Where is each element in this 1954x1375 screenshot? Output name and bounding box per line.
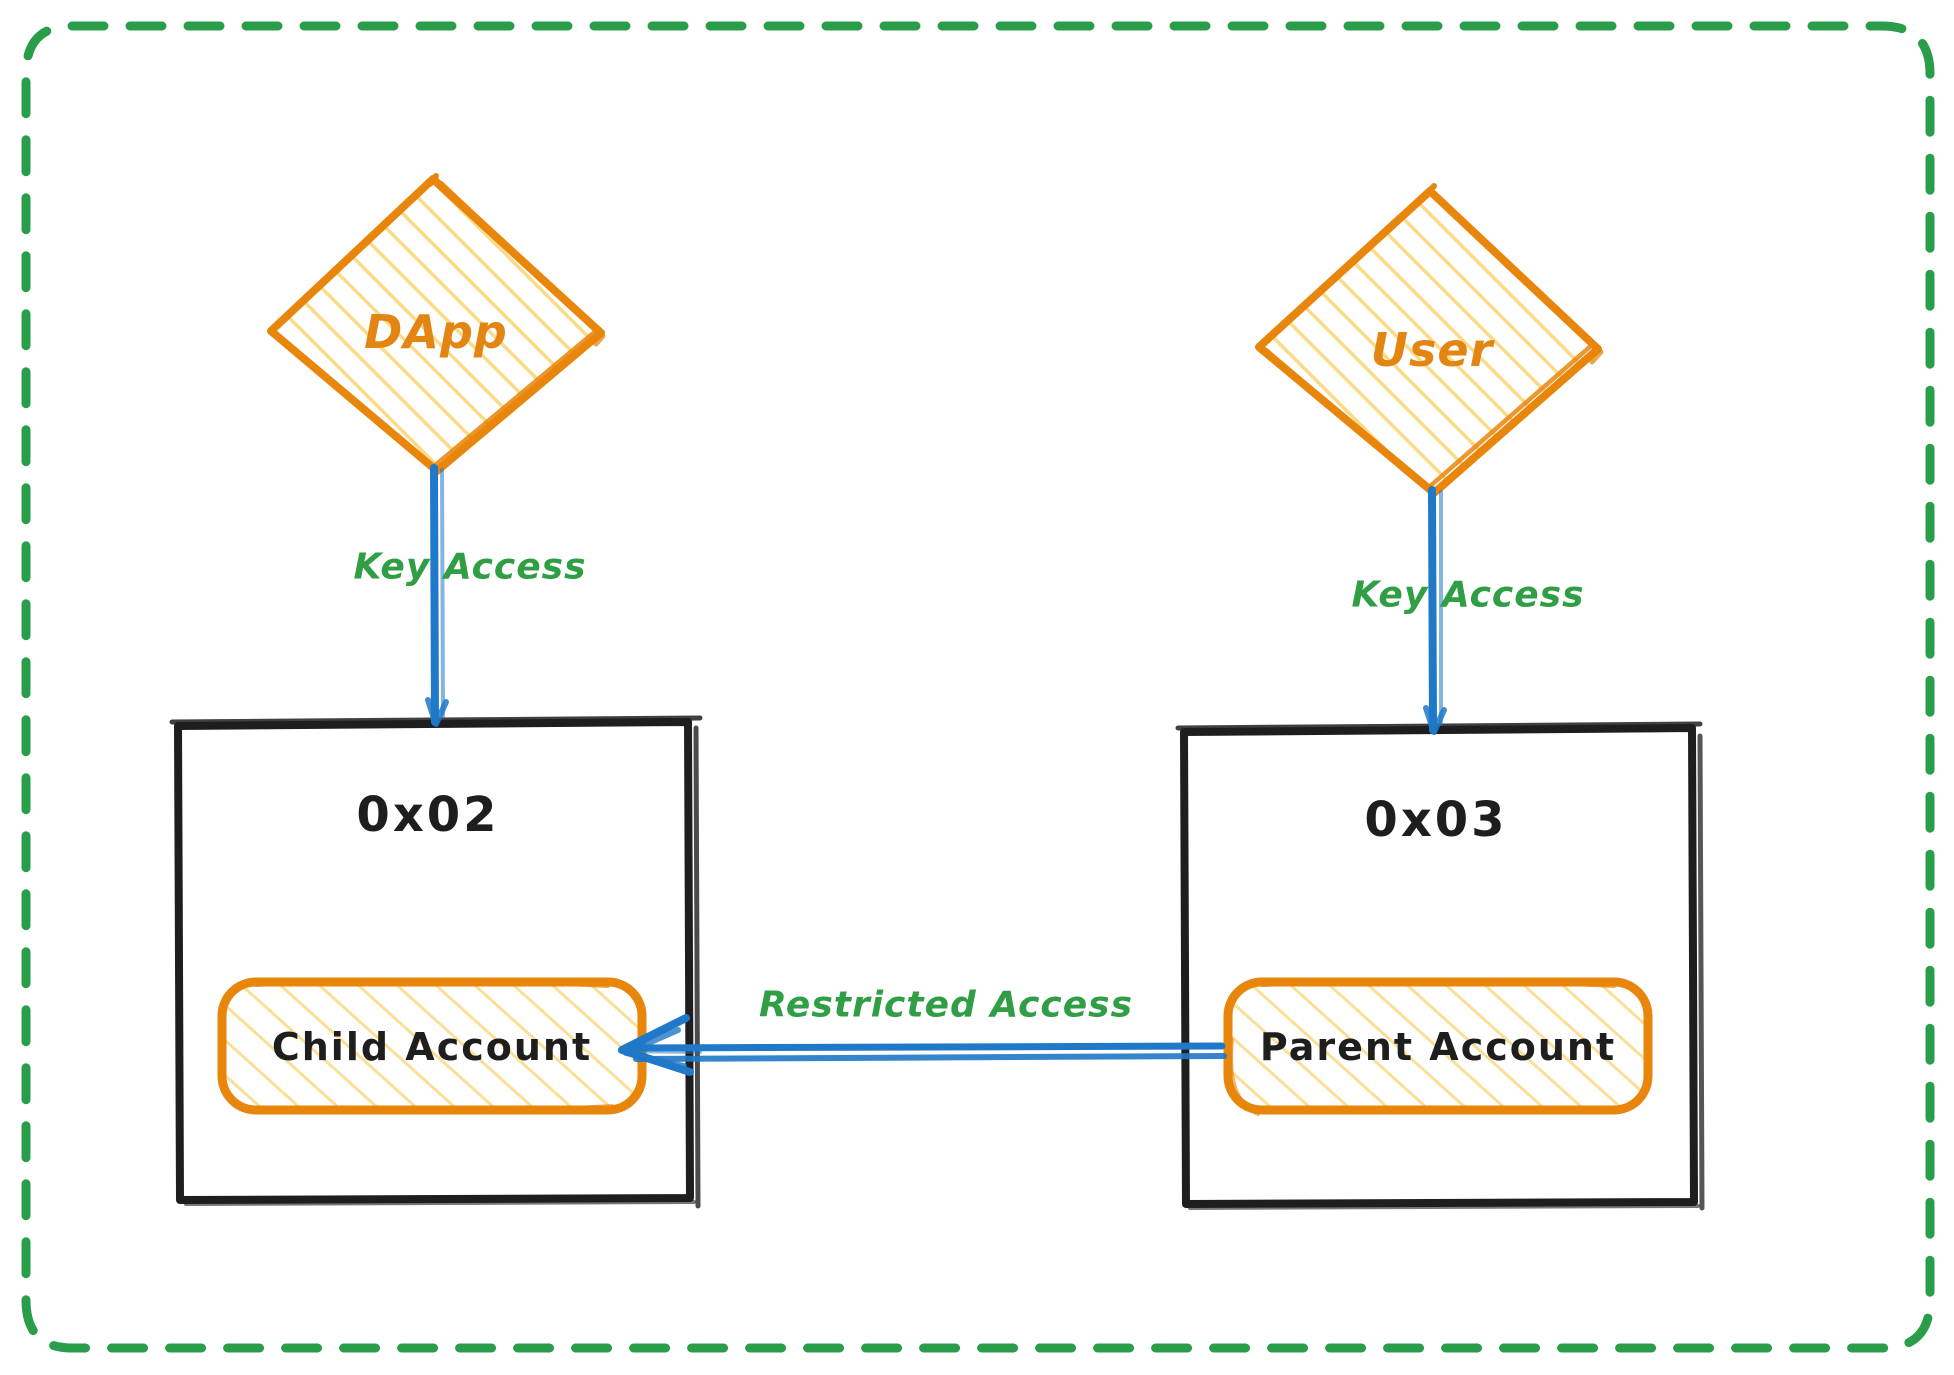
child-account-container-shape <box>169 715 703 1209</box>
user-diamond-shape <box>1255 183 1604 497</box>
edge-parent-to-child <box>618 1014 1227 1076</box>
dapp-diamond-shape <box>267 173 606 475</box>
edge-user-to-parent <box>1423 486 1447 735</box>
parent-account-shape <box>1223 977 1653 1116</box>
outer-boundary <box>21 21 1935 1353</box>
edge-dapp-to-child <box>425 464 449 727</box>
parent-account-container-shape <box>1175 721 1705 1211</box>
child-account-shape <box>217 977 647 1115</box>
